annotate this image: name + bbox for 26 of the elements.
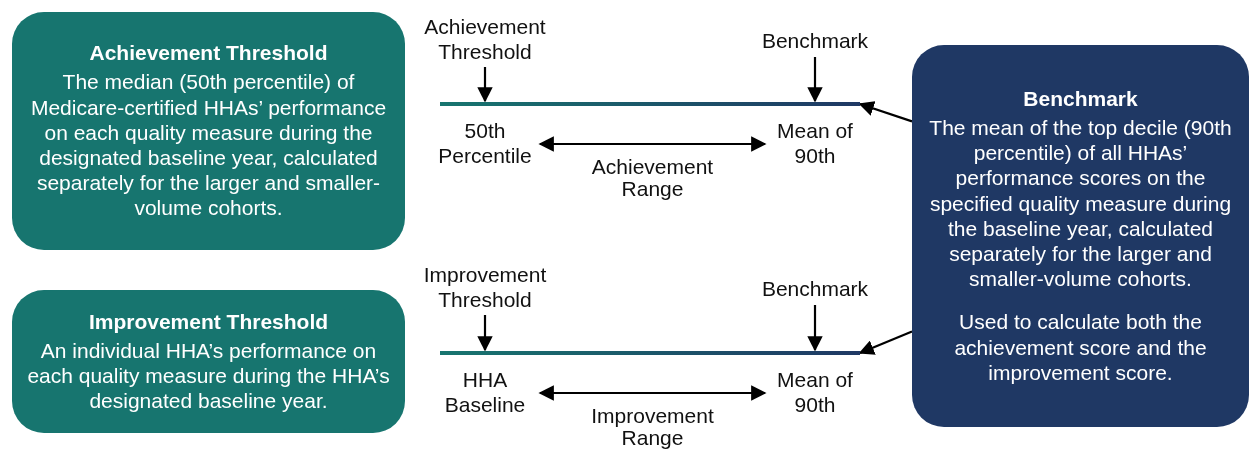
arrow: [538, 136, 767, 152]
arrow: [807, 305, 823, 352]
definition-card: [12, 12, 405, 250]
scale-label: Improvement Threshold: [405, 262, 565, 314]
scale-label: Mean of 90th: [765, 118, 865, 170]
scale-label: Mean of 90th: [765, 367, 865, 419]
scale-label: Benchmark: [745, 276, 885, 304]
definition-card: [912, 45, 1249, 427]
arrow: [858, 101, 913, 123]
arrow: [477, 67, 493, 103]
scale-label: Benchmark: [745, 28, 885, 56]
arrow: [477, 315, 493, 352]
arrow: [538, 385, 767, 401]
scale-label: HHA Baseline: [430, 367, 540, 419]
card-text: The median (50th percentile) of Medicare-certified HHAs’ performance on each quality measure during the designated baseline year, calculated separately for the larger and smaller-volume cohorts.: [29, 69, 388, 221]
card-text: Used to calculate both the achievement score and the improvement score.: [953, 309, 1208, 385]
card-text: An individual HHA’s performance on each quality measure during the HHA’s designated baseline year.: [26, 337, 391, 414]
definition-card: [12, 290, 405, 433]
card-heading: Improvement Threshold: [87, 309, 330, 334]
arrow: [807, 57, 823, 103]
scale-label: Achievement Threshold: [405, 14, 565, 66]
scale-label: 50th Percentile: [430, 118, 540, 170]
card-heading: Benchmark: [1022, 87, 1139, 112]
card-heading: Achievement Threshold: [88, 41, 329, 66]
arrow: [858, 330, 913, 355]
card-text: The mean of the top decile (90th percentile) of all HHAs’ performance scores on the specified quality measure during the baseline year, calculated separately for the larger and smaller-volume cohorts.: [928, 115, 1233, 292]
